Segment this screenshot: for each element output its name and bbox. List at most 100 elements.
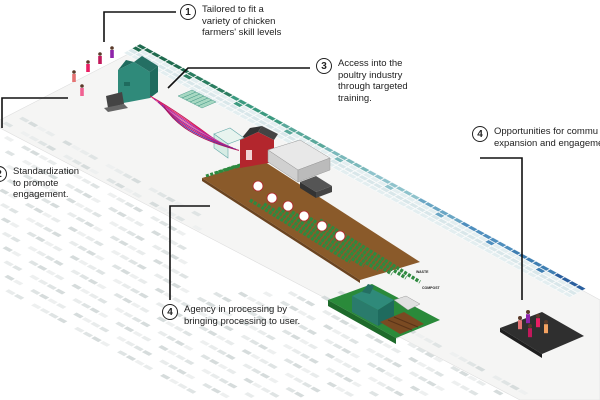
grey-tile	[250, 353, 261, 360]
band-tile	[340, 160, 352, 167]
grey-tile	[3, 136, 15, 142]
callout-4-community: 4 Opportunities for commu expansion and …	[472, 126, 600, 149]
grey-tile	[55, 303, 67, 309]
field-marker-icon	[282, 200, 294, 212]
band-tile	[555, 287, 567, 294]
grey-tile	[37, 279, 49, 286]
crop-row	[263, 202, 365, 268]
grey-tile	[6, 179, 17, 185]
band-tile	[418, 212, 430, 219]
grey-tile	[8, 207, 19, 214]
band-tile	[524, 257, 536, 264]
grey-tile	[27, 245, 38, 252]
grey-tile	[208, 359, 220, 365]
grey-tile	[113, 168, 125, 175]
grey-tile	[339, 319, 350, 326]
band-tile	[562, 291, 574, 298]
grey-tile	[28, 260, 39, 267]
band-tile	[567, 280, 580, 287]
grey-tile	[2, 121, 14, 128]
grey-tile	[106, 192, 118, 199]
grey-tile	[98, 312, 109, 319]
band-tile	[540, 279, 553, 286]
band-tile	[444, 222, 456, 229]
grey-tile	[130, 302, 142, 309]
grey-tile	[168, 254, 180, 260]
grey-tile	[224, 339, 235, 346]
grey-tile	[150, 230, 162, 237]
grey-tile	[196, 296, 208, 303]
grey-tile	[173, 325, 185, 332]
grey-tile	[119, 254, 130, 261]
grey-tile	[11, 250, 22, 257]
band-tile	[357, 174, 370, 181]
grey-tile	[517, 389, 529, 396]
band-tile	[473, 237, 485, 245]
grey-tile	[391, 361, 403, 368]
grey-tile	[85, 250, 97, 256]
grey-tile	[181, 316, 192, 322]
grey-tile	[88, 293, 99, 299]
band-tile	[422, 210, 434, 217]
band-tile	[138, 50, 151, 57]
band-tile	[278, 131, 290, 138]
band-tile	[477, 235, 489, 242]
grey-tile	[46, 159, 58, 166]
grey-tile	[109, 235, 121, 242]
band-tile	[490, 252, 502, 259]
grey-tile	[31, 178, 42, 185]
grey-tile	[334, 372, 345, 378]
community-figure	[518, 316, 522, 330]
grey-tile	[175, 230, 187, 236]
grey-tile	[415, 347, 427, 354]
band-tile	[216, 102, 229, 109]
grey-tile	[149, 201, 160, 208]
grey-tile	[78, 274, 90, 280]
grey-tile	[198, 325, 209, 332]
grey-tile	[474, 365, 486, 372]
band-tile	[575, 284, 587, 291]
band-tile	[232, 101, 244, 108]
grey-tile	[47, 173, 59, 180]
band-tile	[552, 281, 564, 288]
grey-tile	[118, 240, 129, 246]
grey-tile	[458, 370, 470, 377]
grey-tile	[132, 206, 144, 213]
grey-tile	[167, 364, 179, 371]
grey-tile	[279, 300, 291, 307]
band-tile	[261, 117, 273, 124]
grey-tile	[30, 164, 41, 171]
band-tile	[146, 53, 158, 61]
grey-tile	[42, 226, 54, 233]
grey-tile	[282, 343, 294, 350]
band-tile	[185, 79, 197, 87]
band-tile	[390, 188, 403, 195]
grey-tile	[293, 391, 305, 398]
grey-tile	[351, 381, 362, 388]
grey-tile	[296, 295, 307, 302]
grey-tile	[114, 307, 125, 314]
grey-tile	[157, 330, 168, 337]
crop-row	[249, 198, 351, 264]
grey-tile	[176, 368, 187, 375]
band-tile	[339, 169, 351, 176]
grey-tile	[205, 301, 216, 308]
band-tile	[354, 168, 367, 175]
grey-tile	[23, 188, 35, 195]
callout-1-text: Tailored to fit a variety of chicken far…	[202, 4, 282, 38]
grey-tile	[153, 273, 165, 280]
band-tile	[235, 107, 247, 114]
band-tile	[257, 119, 269, 126]
grey-tile	[449, 351, 460, 358]
grey-tile-grid	[0, 116, 529, 399]
band-tile	[243, 103, 256, 110]
band-tile	[333, 156, 345, 163]
band-tile	[423, 201, 436, 208]
grey-tile	[136, 263, 147, 270]
grey-tile	[165, 196, 176, 203]
band-tile	[265, 114, 277, 121]
band-tile	[387, 182, 400, 189]
grey-tile	[124, 201, 135, 208]
grey-tile	[423, 337, 434, 344]
grey-tile	[249, 339, 260, 346]
